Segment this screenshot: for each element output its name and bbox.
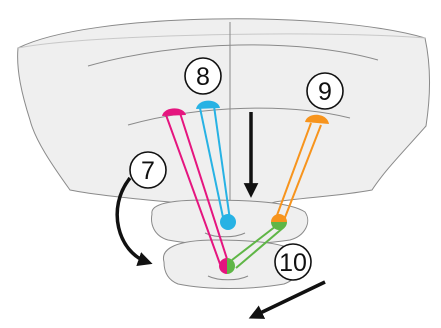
magenta-green-nucleus-right — [227, 258, 235, 274]
magenta-projection — [165, 112, 229, 265]
label-10: 10 — [274, 243, 312, 281]
svg-text:10: 10 — [279, 249, 307, 277]
orange-cap — [305, 114, 329, 124]
lower-arc — [127, 107, 351, 126]
lower-lobe-contour — [207, 275, 249, 281]
upper-surface-rim — [17, 33, 426, 49]
label-7: 7 — [129, 151, 167, 189]
curved-arrow — [115, 176, 153, 267]
magenta-cap — [162, 108, 186, 116]
cyan-nucleus — [220, 214, 236, 230]
cyan-projection — [199, 105, 231, 223]
svg-text:8: 8 — [196, 63, 210, 91]
orange-green-nucleus-top — [271, 214, 287, 222]
svg-text:9: 9 — [318, 78, 332, 106]
label-8: 8 — [184, 57, 222, 95]
green-projection — [231, 225, 285, 269]
label-9: 9 — [306, 72, 344, 110]
svg-text:7: 7 — [141, 157, 155, 185]
orange-green-nucleus-bottom — [271, 222, 287, 230]
upper-lobe-contour — [204, 232, 246, 238]
upper-arc — [87, 44, 379, 67]
magenta-green-nucleus-left — [219, 258, 227, 274]
orange-projection — [275, 122, 322, 221]
diagonal-arrow — [248, 280, 326, 319]
cyan-cap — [196, 100, 220, 109]
upper-surface — [17, 18, 431, 210]
